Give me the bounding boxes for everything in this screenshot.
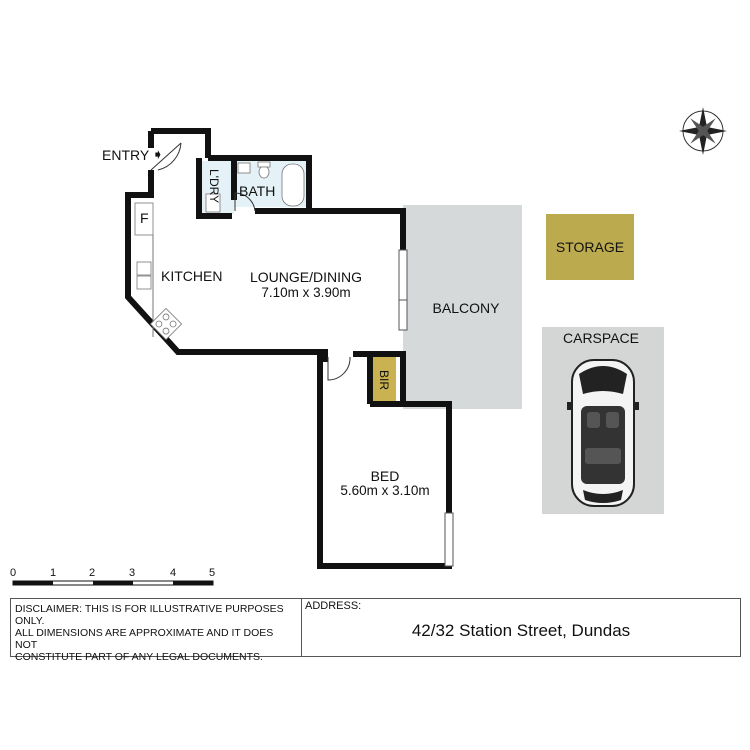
disclaimer-line: DISCLAIMER: THIS IS FOR ILLUSTRATIVE PUR…: [15, 603, 284, 627]
lounge-dining-size: 7.10m x 3.90m: [261, 285, 350, 300]
bed-door: [327, 356, 351, 381]
scale-tick-4: 4: [170, 567, 176, 579]
bath-fixtures: [205, 161, 305, 213]
fridge-label: F: [140, 210, 149, 226]
carspace-label: CARSPACE: [563, 330, 639, 346]
scale-tick-3: 3: [129, 567, 135, 579]
kitchen-fixtures: [134, 202, 183, 341]
entry-arrow-icon: ➧: [152, 146, 164, 162]
kitchen-label: KITCHEN: [161, 268, 222, 284]
storage-label: STORAGE: [556, 239, 624, 255]
address-label: ADDRESS:: [305, 600, 362, 612]
bir-area: [372, 354, 396, 404]
scale-tick-5: 5: [209, 567, 215, 579]
bir-label: BIR: [377, 370, 391, 390]
bath-label: BATH: [239, 183, 275, 199]
scale-tick-1: 1: [50, 567, 56, 579]
address-value: 42/32 Station Street, Dundas: [411, 621, 631, 640]
lounge-dining-label: LOUNGE/DINING: [250, 269, 362, 285]
laundry-label: L'DRY: [207, 169, 221, 203]
balcony-label: BALCONY: [433, 300, 501, 316]
bath-door: [234, 192, 256, 212]
disclaimer: DISCLAIMER: THIS IS FOR ILLUSTRATIVE PUR…: [11, 599, 302, 663]
address-panel: ADDRESS: 42/32 Station Street, Dundas: [302, 599, 740, 656]
disclaimer-line: CONSTITUTE PART OF ANY LEGAL DOCUMENTS.: [15, 651, 263, 663]
balcony-area: [403, 205, 522, 409]
scale-tick-0: 0: [10, 567, 16, 579]
entry-label: ENTRY: [102, 147, 150, 163]
compass-icon: [679, 107, 727, 155]
disclaimer-line: ALL DIMENSIONS ARE APPROXIMATE AND IT DO…: [15, 627, 274, 651]
bed-size: 5.60m x 3.10m: [340, 483, 429, 498]
info-box: DISCLAIMER: THIS IS FOR ILLUSTRATIVE PUR…: [10, 598, 741, 663]
bed-label: BED: [371, 468, 400, 484]
scale-bar: 0 1 2 3 4 5: [10, 567, 215, 586]
windows: [398, 249, 454, 567]
scale-tick-2: 2: [89, 567, 95, 579]
storage-area: [546, 214, 634, 280]
car-icon: [567, 359, 639, 507]
entry-door: [150, 142, 182, 171]
